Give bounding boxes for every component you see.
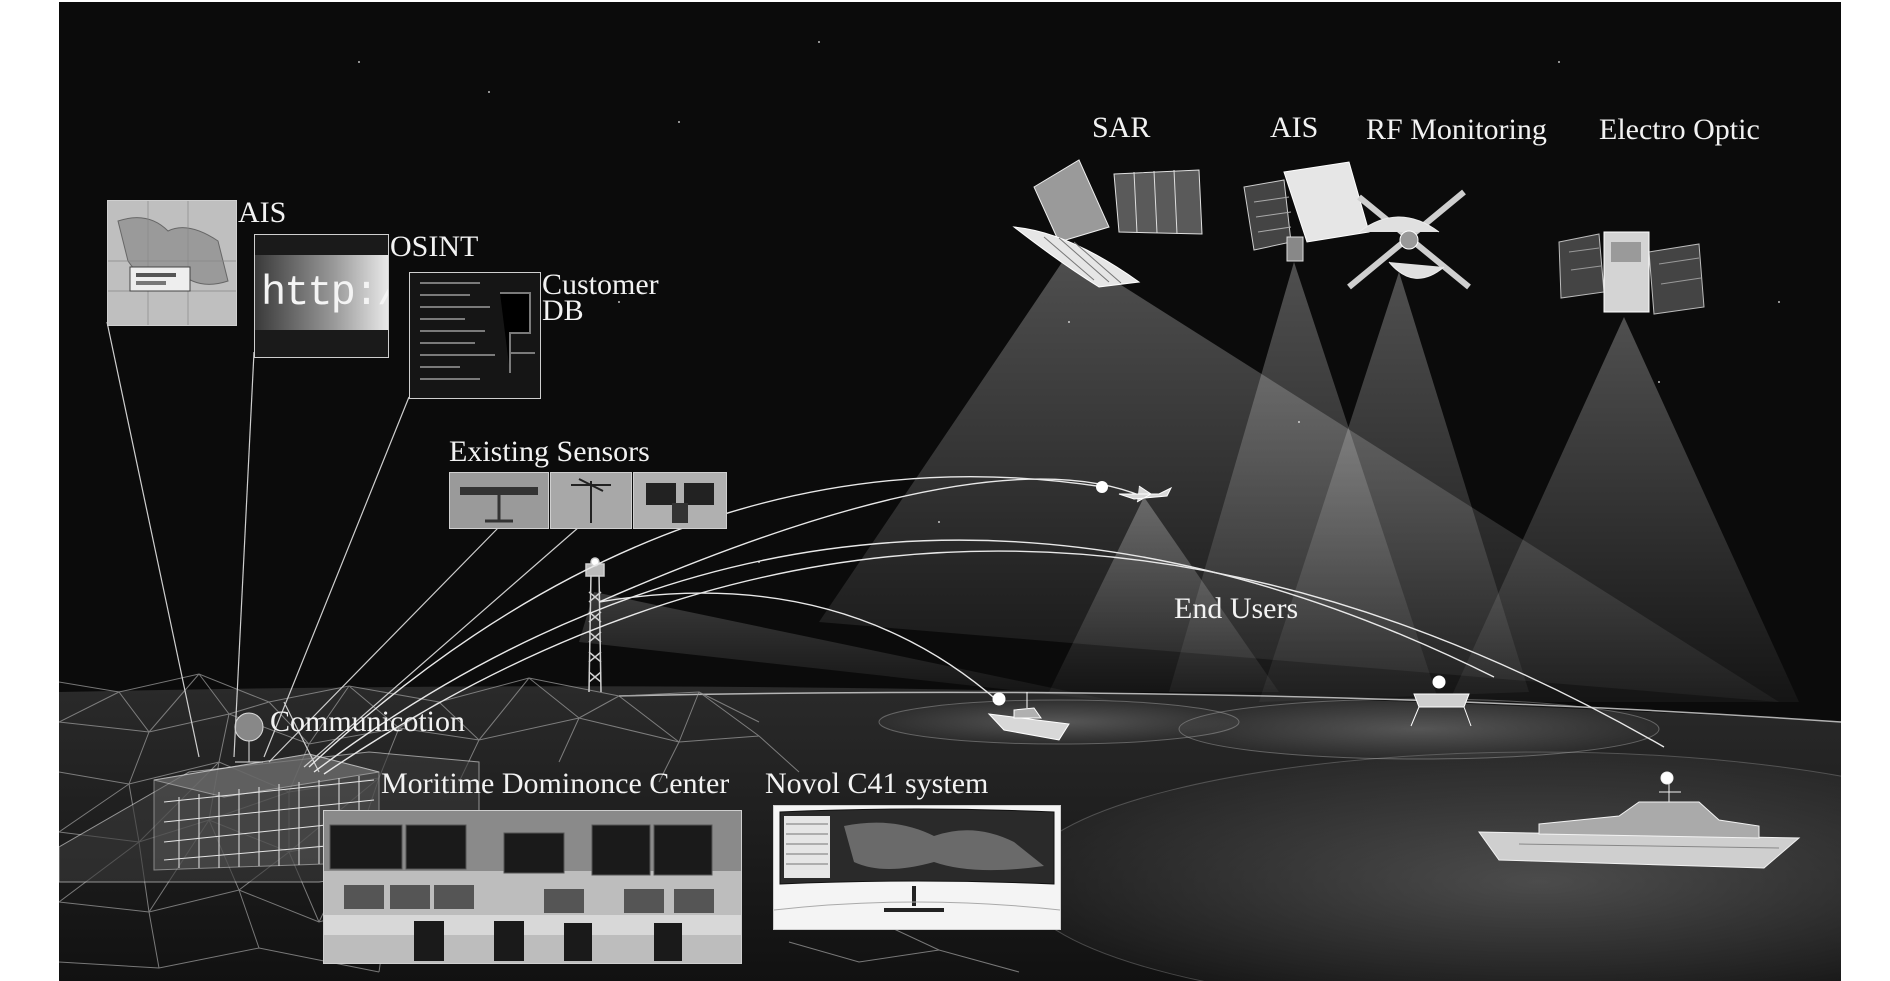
communication-label: Communicotion <box>270 705 465 738</box>
electro-optic-label: Electro Optic <box>1599 113 1760 146</box>
patrol-boat <box>987 692 1070 741</box>
horizon-line <box>618 691 1841 723</box>
sensor-mast-image <box>550 472 632 529</box>
customer-db-label-line2: DB <box>542 294 584 327</box>
sensor-camera-image <box>633 472 727 529</box>
c4i-system-label: Novol C41 system <box>765 767 989 800</box>
aircraft-beam <box>1049 497 1279 692</box>
satellite-beams <box>579 252 1799 702</box>
tower-beam <box>579 592 1119 702</box>
communication-arcs <box>308 475 1665 775</box>
osint-source-label: OSINT <box>390 230 479 263</box>
sensor-radar-image <box>449 472 549 529</box>
customer-db-image <box>420 282 535 380</box>
osint-url-text: http://w <box>261 269 388 317</box>
maritime-domain-awareness-diagram: AIS http://w OSINT Customer DB Existing … <box>59 2 1841 981</box>
ais-data-panel <box>107 200 237 326</box>
ais-map-image <box>108 201 236 325</box>
customer-db-label-line1: Customer <box>542 268 659 301</box>
operations-room-image <box>324 811 741 963</box>
rf-satellite <box>1347 189 1471 290</box>
aircraft <box>1096 481 1173 503</box>
maritime-center-label: Moritime Dominonce Center <box>381 767 730 800</box>
sar-satellite <box>1012 159 1203 288</box>
electro-optic-satellite <box>1558 231 1705 315</box>
usv-vessel <box>1410 675 1472 727</box>
osint-data-panel: http://w <box>254 234 389 358</box>
rf-monitoring-label: RF Monitoring <box>1366 113 1547 146</box>
ais-satellite <box>1243 161 1370 262</box>
ais-satellite-label: AIS <box>1270 111 1319 144</box>
data-links <box>106 321 580 773</box>
existing-sensors-label: Existing Sensors <box>449 435 650 468</box>
c4i-system-photo <box>773 805 1061 930</box>
sar-satellite-label: SAR <box>1092 111 1151 144</box>
communication-tower <box>585 557 605 693</box>
rf-beam <box>1259 272 1529 702</box>
c4i-monitor-image <box>774 806 1060 929</box>
naval-ship <box>1478 771 1801 869</box>
customer-db-panel <box>409 272 541 399</box>
ais-source-label: AIS <box>238 196 287 229</box>
maritime-center-photo <box>323 810 742 964</box>
end-users-label: End Users <box>1174 592 1299 625</box>
electro-optic-beam <box>1449 317 1799 702</box>
osint-screen <box>255 255 388 330</box>
